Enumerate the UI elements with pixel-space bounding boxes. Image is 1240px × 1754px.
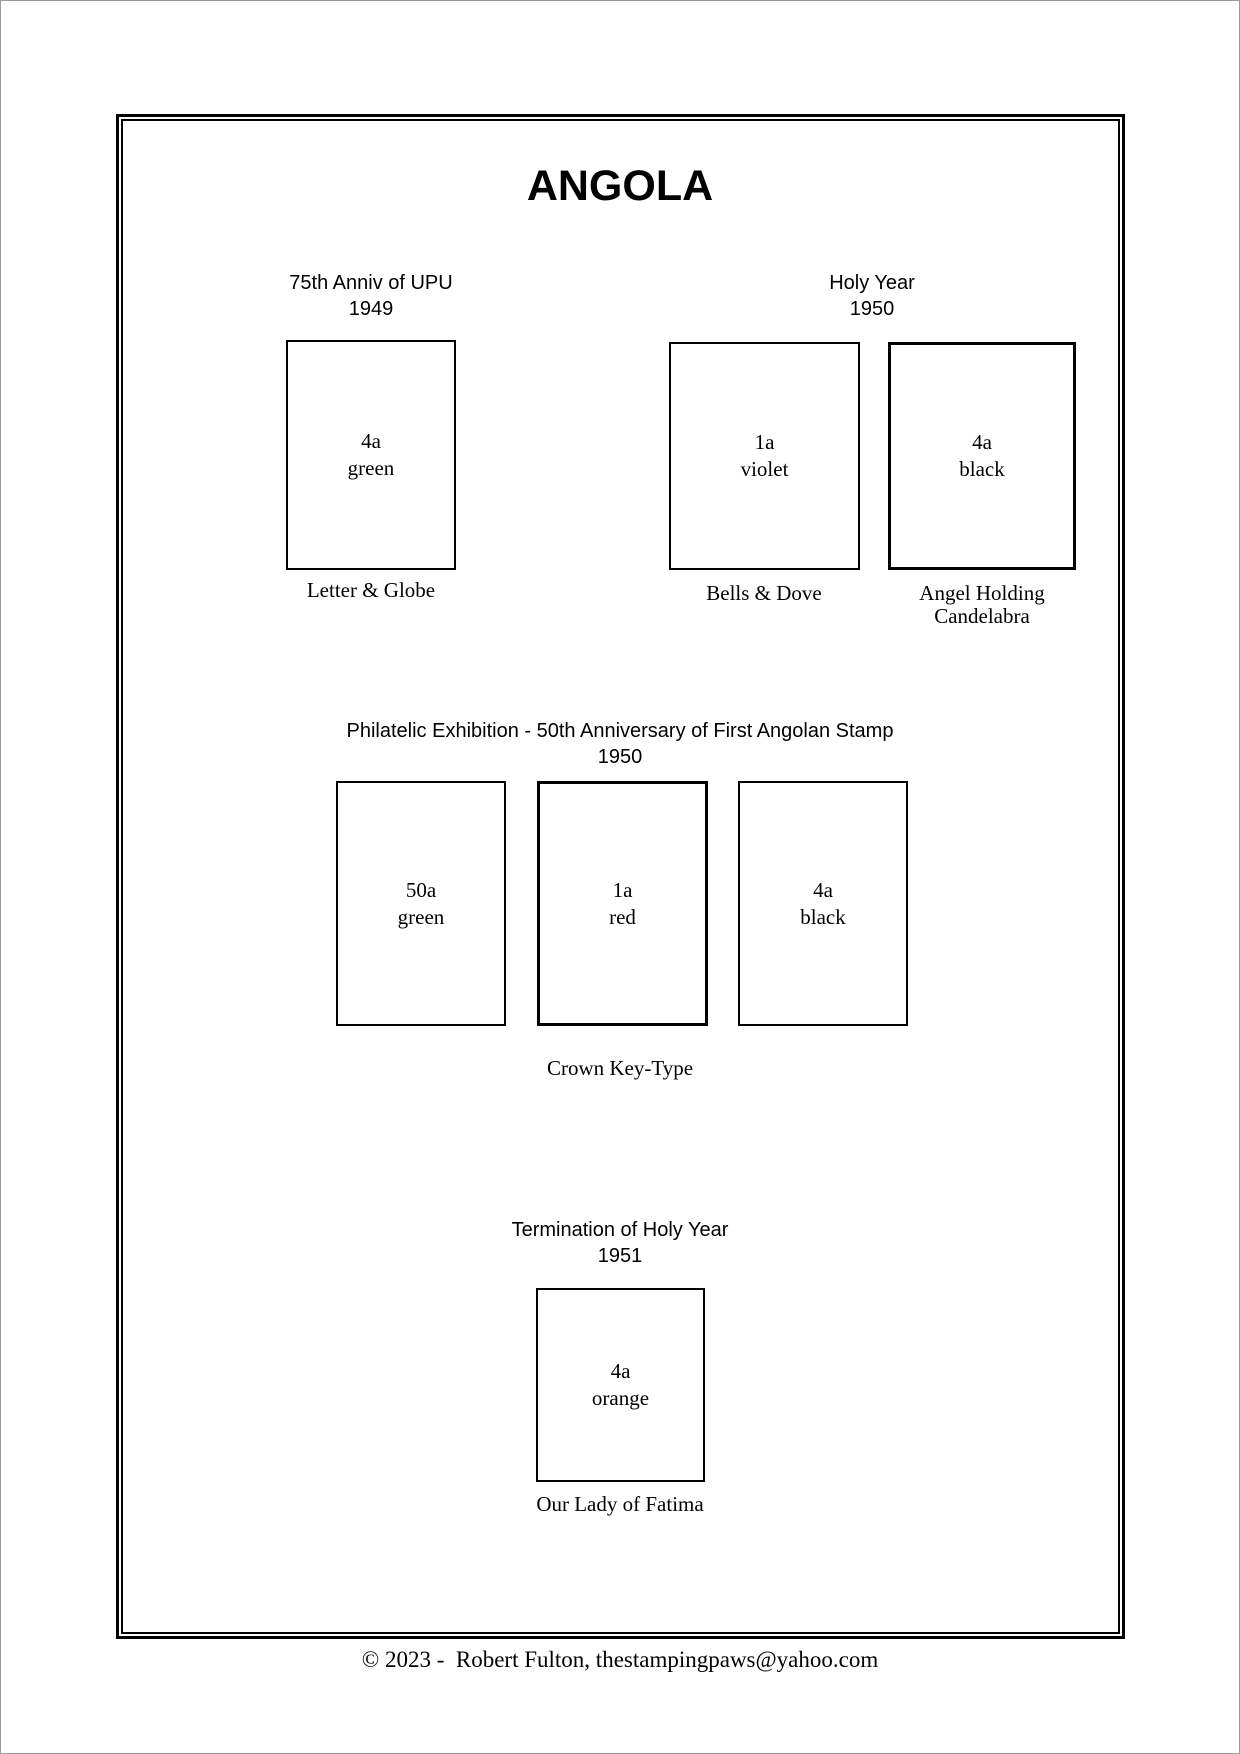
- section-title: Termination of Holy Year: [511, 1219, 729, 1241]
- stamp-color: violet: [740, 457, 789, 481]
- double-border-frame-inner: [121, 119, 1120, 1634]
- stamp-color: black: [959, 457, 1005, 481]
- section-year: 1950: [849, 298, 895, 320]
- section-year: 1950: [597, 746, 643, 768]
- stamp-color: green: [397, 904, 445, 929]
- section-title: Holy Year: [829, 272, 915, 294]
- stamp-caption-angel-candelabra: Angel Holding Candelabra: [919, 581, 1045, 628]
- stamp-value: 1a: [754, 430, 775, 454]
- stamp-box-termination-4a-orange: 4a orange: [536, 1288, 705, 1482]
- stamp-value: 1a: [612, 877, 633, 902]
- stamp-value: 4a: [610, 1359, 631, 1383]
- stamp-value: 50a: [405, 877, 437, 902]
- stamp-box-exhibition-1a-red: 1a red: [537, 781, 708, 1026]
- section-heading-termination: Termination of Holy Year 1951: [320, 1217, 920, 1269]
- stamp-box-holyyear-1a-violet: 1a violet: [669, 342, 860, 570]
- stamp-value: 4a: [813, 877, 833, 902]
- stamp-caption-bells-dove: Bells & Dove: [706, 581, 822, 605]
- stamp-box-exhibition-50a-green: 50a green: [336, 781, 506, 1026]
- stamp-color: orange: [591, 1386, 650, 1410]
- stamp-caption-letter-globe: Letter & Globe: [306, 578, 436, 602]
- stamp-box-exhibition-4a-black: 4a black: [738, 781, 908, 1026]
- stamp-caption-our-lady-of-fatima: Our Lady of Fatima: [536, 1492, 704, 1516]
- stamp-box-holyyear-4a-black: 4a black: [888, 342, 1076, 570]
- section-title: Philatelic Exhibition - 50th Anniversary…: [346, 720, 894, 742]
- page-title: ANGOLA: [526, 162, 714, 210]
- stamp-box-upu-4a-green: 4a green: [286, 340, 456, 570]
- stamp-caption-crown-key-type: Crown Key-Type: [546, 1056, 694, 1080]
- stamp-value: 4a: [972, 430, 992, 454]
- section-year: 1951: [597, 1245, 643, 1267]
- stamp-color: black: [800, 904, 846, 929]
- section-heading-upu: 75th Anniv of UPU 1949: [171, 270, 571, 322]
- section-year: 1949: [348, 298, 394, 320]
- section-heading-holy-year: Holy Year 1950: [672, 270, 1072, 322]
- section-title: 75th Anniv of UPU: [289, 272, 453, 294]
- stamp-color: red: [609, 904, 636, 929]
- stamp-color: green: [347, 456, 395, 480]
- section-heading-philatelic-exhibition: Philatelic Exhibition - 50th Anniversary…: [120, 718, 1120, 770]
- stamp-value: 4a: [361, 429, 381, 453]
- page-footer-copyright: © 2023 - Robert Fulton, thestampingpaws@…: [361, 1647, 879, 1672]
- double-border-frame: [116, 114, 1125, 1639]
